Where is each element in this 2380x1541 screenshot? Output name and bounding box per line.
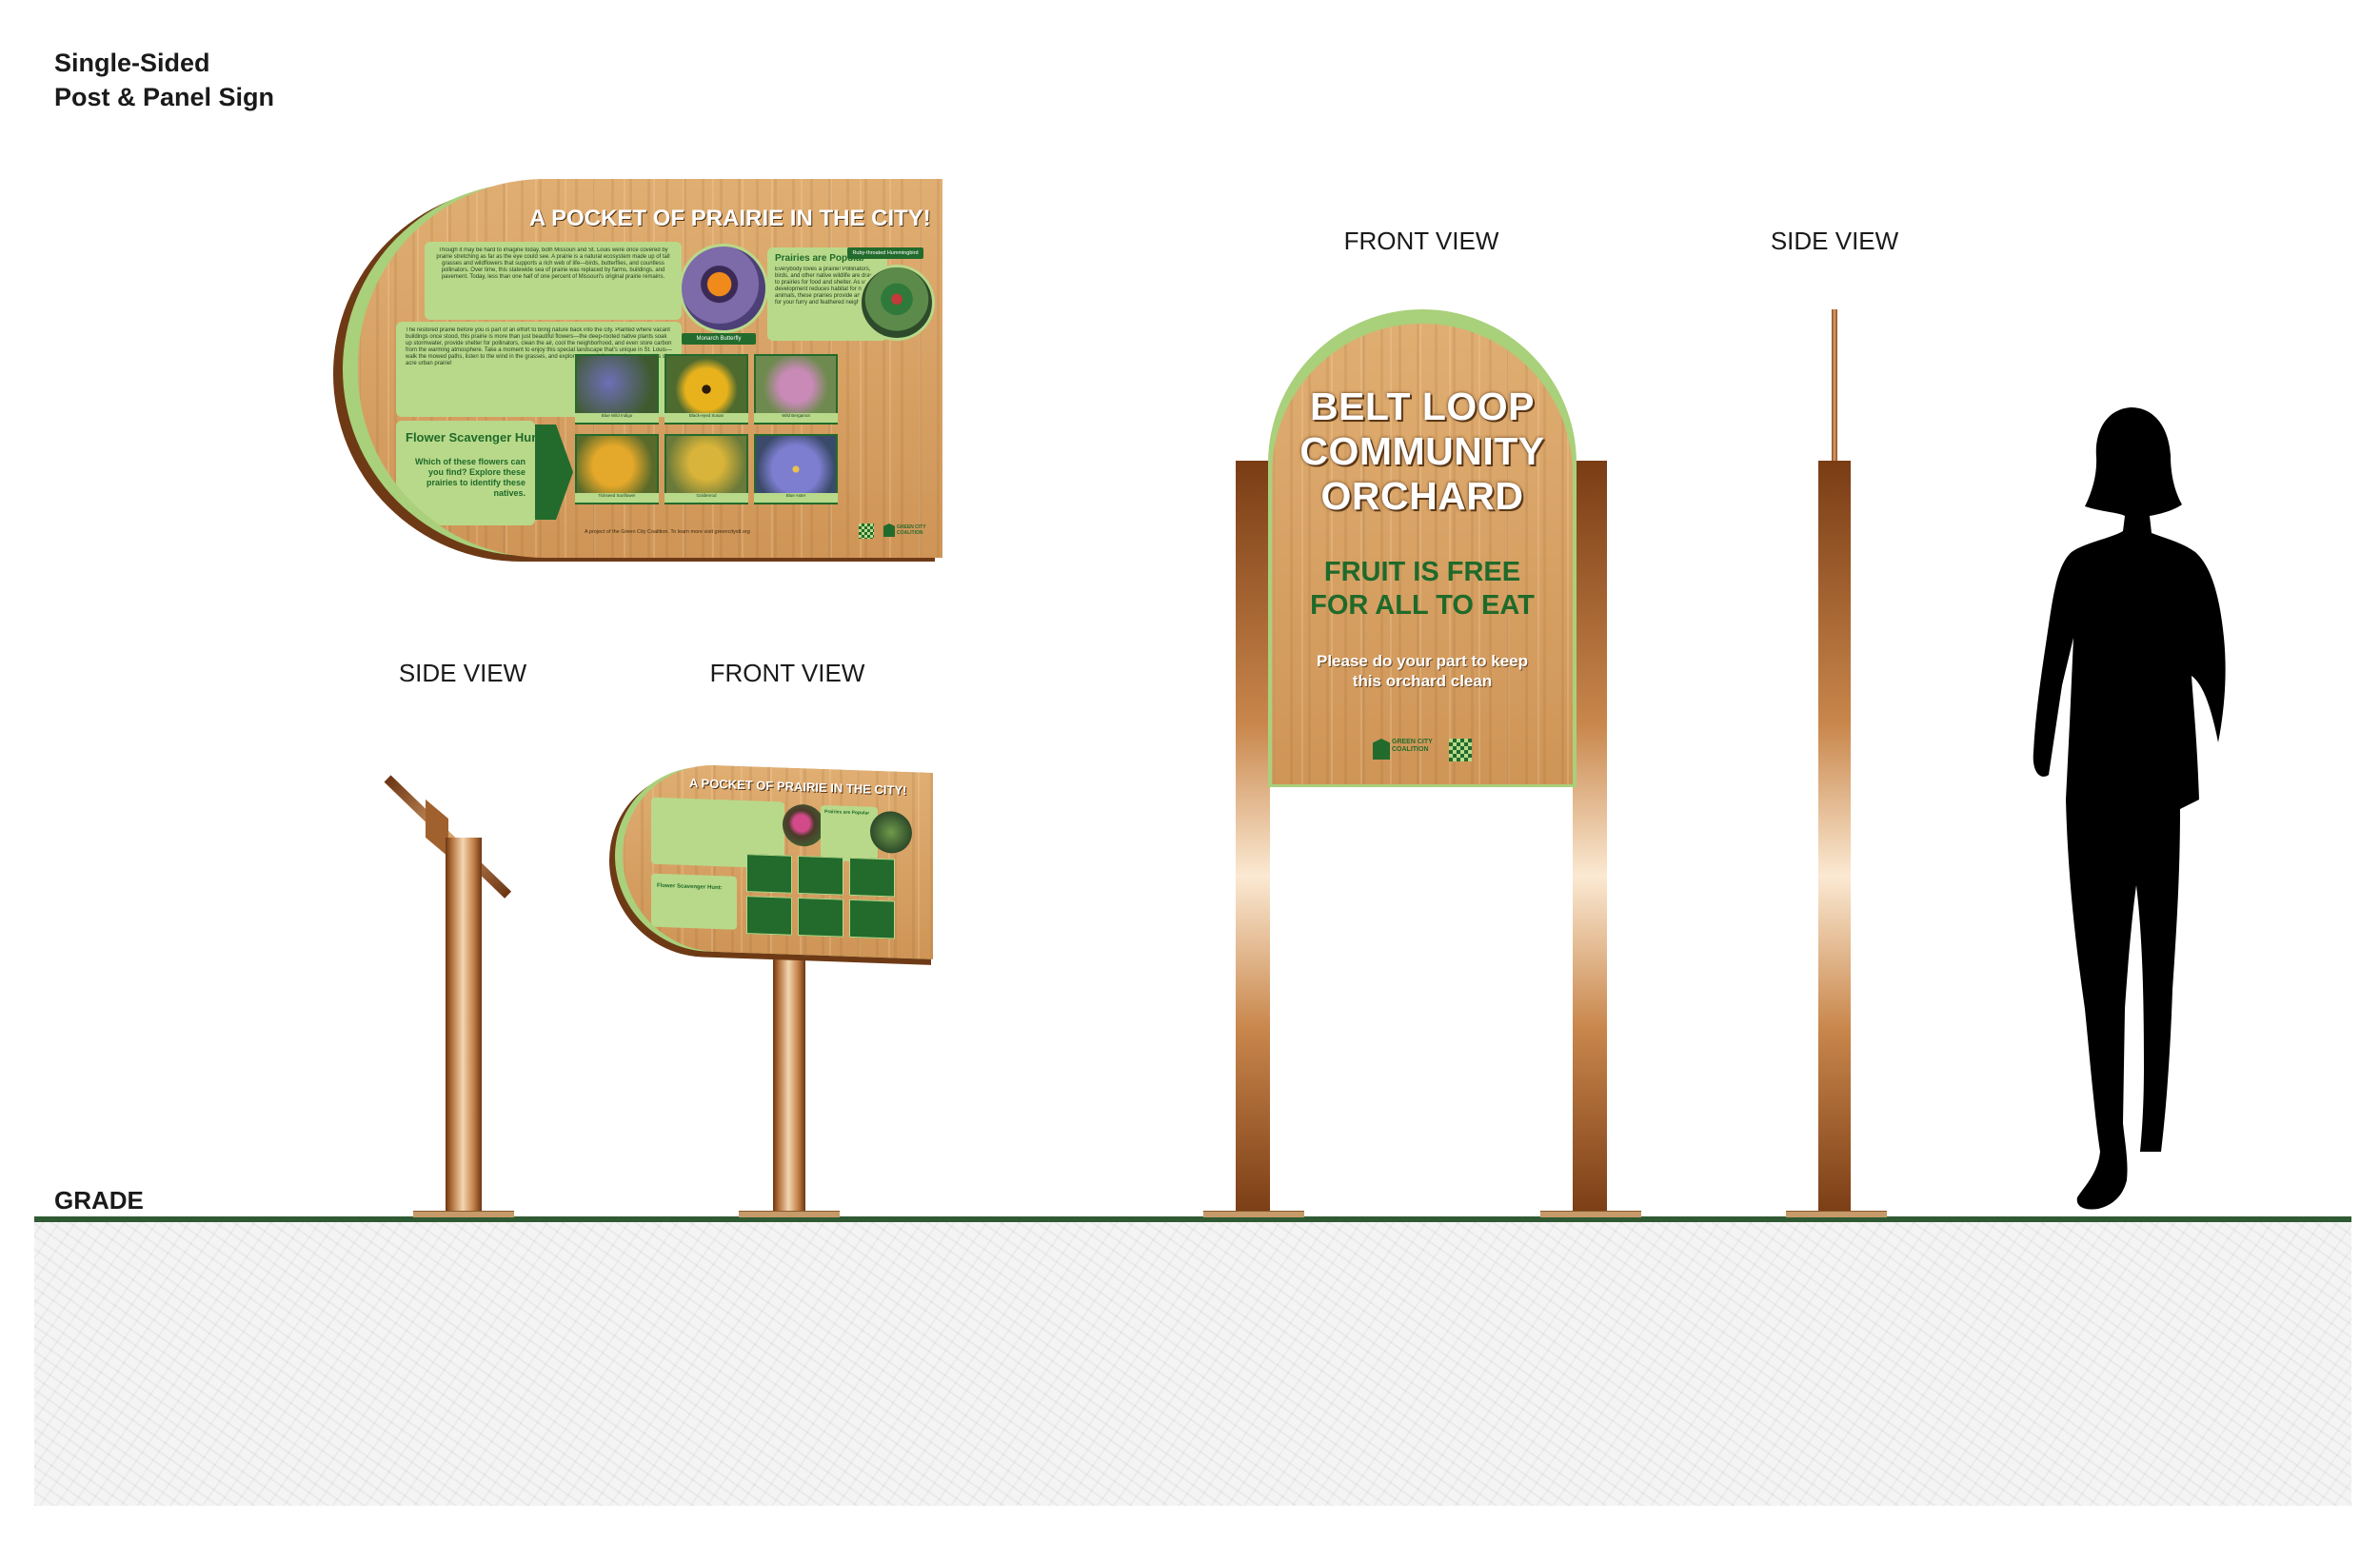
- orchard-logo-text: GREEN CITY COALITION: [1392, 739, 1433, 753]
- ground-hatch: [34, 1220, 2351, 1506]
- orchard-title-line2: COMMUNITY: [1299, 429, 1545, 473]
- orchard-side-post: [1818, 461, 1851, 1216]
- document-title-line1: Single-Sided: [54, 49, 210, 77]
- mini-flower-photo: [783, 803, 824, 847]
- flower-tile: [664, 354, 748, 425]
- flower-tile: [664, 434, 748, 504]
- intro-block: Though it may be hard to imagine today, …: [425, 242, 682, 320]
- mini-grid-cell: [746, 854, 792, 894]
- mini-leaf-photo: [870, 810, 912, 855]
- document-title-line2: Post & Panel Sign: [54, 83, 275, 111]
- orchard-post-right: [1573, 461, 1607, 1216]
- mini-grid-cell: [849, 857, 895, 898]
- grade-line: [34, 1216, 2351, 1222]
- orchard-panel-face: BELT LOOP COMMUNITY ORCHARD FRUIT IS FRE…: [1272, 324, 1573, 784]
- document-title: Single-Sided Post & Panel Sign: [54, 46, 274, 114]
- prairie-side-view-label: SIDE VIEW: [398, 659, 527, 687]
- orchard-leaf-logo-icon: [1373, 739, 1390, 760]
- mini-panel: A POCKET OF PRAIRIE IN THE CITY! Prairie…: [609, 761, 933, 965]
- flower-tile: [575, 354, 659, 425]
- flower-tile: [754, 434, 838, 504]
- prairie-logo-text: GREEN CITY COALITION: [897, 524, 926, 536]
- butterfly-photo: [679, 244, 768, 333]
- flower-grid: Blue Wild Indigo Black-eyed Susan Wild B…: [575, 354, 851, 506]
- orchard-qr-code-icon: [1449, 739, 1472, 761]
- prairie-title: A POCKET OF PRAIRIE IN THE CITY!: [529, 206, 931, 231]
- mini-panel-face: A POCKET OF PRAIRIE IN THE CITY! Prairie…: [623, 761, 933, 959]
- mini-popular-heading: Prairies are Popular: [824, 808, 870, 817]
- hunt-block: Flower Scavenger Hunt: Which of these fl…: [396, 421, 547, 525]
- mini-grid-cell: [798, 855, 843, 896]
- orchard-side-panel-edge: [1832, 309, 1837, 462]
- mini-grid-cell: [746, 896, 792, 936]
- orchard-title: BELT LOOP COMMUNITY ORCHARD: [1272, 385, 1573, 519]
- leaf-logo-icon: [883, 524, 895, 537]
- qr-code-icon: [859, 524, 874, 539]
- flower-caption: Wild Bergamot: [754, 413, 838, 423]
- restore-text: The restored prairie before you is part …: [406, 327, 672, 366]
- panel-face: A POCKET OF PRAIRIE IN THE CITY! Though …: [358, 179, 942, 558]
- hunt-heading: Flower Scavenger Hunt:: [406, 430, 547, 445]
- orchard-base-left: [1203, 1211, 1304, 1217]
- orchard-subtitle-line1: FRUIT IS FREE: [1323, 557, 1521, 587]
- mini-popular-block: Prairies are Popular: [821, 804, 878, 862]
- orchard-side-base: [1786, 1211, 1887, 1217]
- hummingbird-photo: [859, 265, 935, 341]
- orchard-subtitle-line2: FOR ALL TO EAT: [1310, 590, 1535, 621]
- flower-tile: [575, 434, 659, 504]
- orchard-base-right: [1540, 1211, 1641, 1217]
- orchard-front-view-label: FRONT VIEW: [1343, 227, 1499, 255]
- orchard-side-view-label: SIDE VIEW: [1770, 227, 1899, 255]
- orchard-note-line2: this orchard clean: [1352, 672, 1493, 690]
- flower-caption: Blue Aster: [754, 493, 838, 503]
- popular-heading: Prairies are Popular: [775, 253, 865, 264]
- hunt-arrow: [535, 425, 573, 520]
- side-base-plate: [413, 1211, 514, 1217]
- flower-caption: Black-eyed Susan: [664, 413, 748, 423]
- flower-caption: Goldenrod: [664, 493, 748, 503]
- hummingbird-caption: Ruby-throated Hummingbird: [852, 250, 919, 256]
- orchard-post-left: [1236, 461, 1270, 1216]
- prairie-footer-text: A project of the Green City Coalition. T…: [585, 529, 750, 535]
- flower-caption: Blue Wild Indigo: [575, 413, 659, 423]
- mini-hunt-heading: Flower Scavenger Hunt:: [657, 882, 723, 892]
- mini-hunt-block: Flower Scavenger Hunt:: [651, 873, 737, 930]
- grade-label: GRADE: [54, 1186, 144, 1215]
- intro-text: Though it may be hard to imagine today, …: [436, 247, 670, 280]
- orchard-title-line3: ORCHARD: [1320, 474, 1524, 518]
- hummingbird-caption-box: Ruby-throated Hummingbird: [847, 247, 923, 259]
- prairie-panel-detail: A POCKET OF PRAIRIE IN THE CITY! Though …: [333, 179, 942, 562]
- butterfly-caption: Monarch Butterfly: [696, 336, 742, 342]
- hunt-text: Which of these flowers can you find? Exp…: [414, 457, 526, 498]
- flower-tile: [754, 354, 838, 425]
- orchard-title-line1: BELT LOOP: [1309, 385, 1536, 428]
- front-post: [773, 942, 805, 1216]
- orchard-note: Please do your part to keep this orchard…: [1272, 651, 1573, 691]
- human-scale-silhouette: [2033, 407, 2226, 1210]
- popular-text: Everybody loves a prairie! Pollinators, …: [775, 267, 878, 306]
- flower-caption: Tickseed Sunflower: [575, 493, 659, 503]
- orchard-note-line1: Please do your part to keep: [1316, 652, 1528, 670]
- mini-prairie-title: A POCKET OF PRAIRIE IN THE CITY!: [689, 775, 907, 798]
- butterfly-caption-box: Monarch Butterfly: [682, 333, 756, 345]
- prairie-front-view-label: FRONT VIEW: [709, 659, 865, 687]
- front-base-plate: [739, 1211, 840, 1217]
- mini-grid-cell: [849, 899, 895, 939]
- orchard-subtitle: FRUIT IS FREE FOR ALL TO EAT: [1272, 556, 1573, 622]
- side-post: [446, 838, 482, 1216]
- mini-grid-cell: [798, 897, 843, 938]
